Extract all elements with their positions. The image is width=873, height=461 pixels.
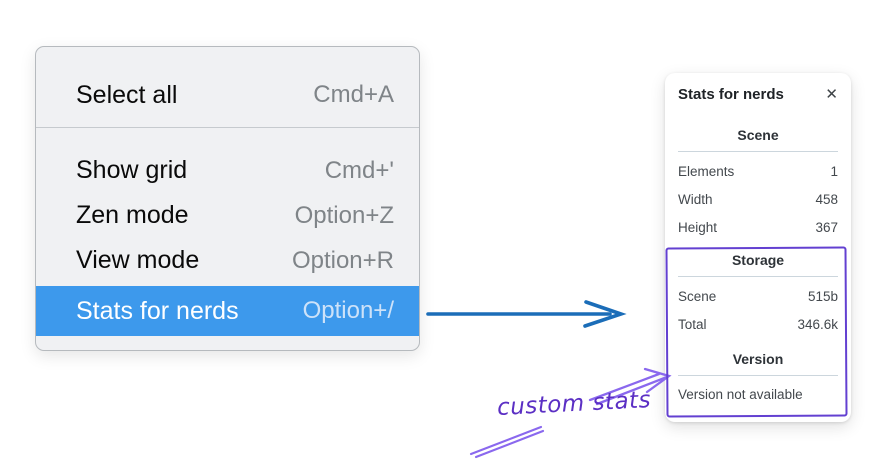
stat-label: Scene (678, 289, 717, 304)
version-note: Version not available (678, 387, 803, 402)
panel-title: Stats for nerds (678, 86, 784, 103)
stats-panel-header: Stats for nerds ✕ (678, 86, 838, 103)
menu-item-label: Zen mode (76, 201, 189, 229)
stat-label: Elements (678, 164, 735, 179)
stat-label: Width (678, 192, 713, 207)
stat-value: 1 (830, 164, 838, 179)
section-title: Version (732, 351, 784, 367)
menu-item-label: View mode (76, 246, 200, 274)
annotation-label: custom stats (496, 386, 652, 422)
menu-item-show-grid[interactable]: Show grid Cmd+' (36, 148, 419, 193)
stat-row: Scene 515b (678, 283, 838, 311)
menu-item-stats-for-nerds[interactable]: Stats for nerds Option+/ (36, 286, 419, 336)
section-title: Scene (737, 127, 779, 143)
menu-item-view-mode[interactable]: View mode Option+R (36, 238, 419, 283)
section-storage: Storage Scene 515b Total 346.6k (678, 252, 838, 339)
menu-item-shortcut: Option+/ (302, 297, 394, 324)
menu-item-shortcut: Cmd+' (324, 156, 394, 184)
section-version: Version Version not available (678, 351, 838, 408)
stat-row: Total 346.6k (678, 311, 838, 339)
stat-value: 346.6k (797, 317, 838, 332)
close-icon[interactable]: ✕ (825, 86, 838, 103)
menu-item-label: Show grid (76, 156, 188, 184)
stat-value: 367 (815, 220, 838, 235)
annotation-arrow-icon (588, 367, 672, 406)
menu-item-select-all[interactable]: Select all Cmd+A (36, 63, 419, 127)
section-divider (678, 375, 838, 376)
stat-row: Width 458 (678, 186, 838, 214)
stats-panel: Stats for nerds ✕ Scene Elements 1 Width… (665, 73, 851, 422)
stat-row: Elements 1 (678, 158, 838, 186)
menu-item-label: Select all (76, 80, 178, 109)
section-scene: Scene Elements 1 Width 458 Height 367 (678, 127, 838, 242)
annotation-tail-stroke (469, 425, 545, 459)
flow-arrow-icon (426, 300, 627, 328)
stat-row: Height 367 (678, 214, 838, 242)
stat-value: 515b (807, 289, 838, 304)
stat-label: Total (678, 317, 707, 332)
section-title: Storage (731, 252, 785, 268)
section-divider (678, 276, 838, 277)
menu-item-shortcut: Cmd+A (313, 81, 394, 108)
context-menu: Select all Cmd+A Show grid Cmd+' Zen mod… (35, 46, 420, 351)
menu-divider (36, 127, 419, 128)
menu-item-label: Stats for nerds (76, 296, 239, 325)
menu-item-shortcut: Option+R (291, 246, 394, 274)
section-divider (678, 151, 838, 152)
stat-label: Height (678, 220, 718, 235)
stat-value: 458 (815, 192, 838, 207)
menu-item-shortcut: Option+Z (294, 201, 394, 229)
menu-item-zen-mode[interactable]: Zen mode Option+Z (36, 193, 419, 238)
